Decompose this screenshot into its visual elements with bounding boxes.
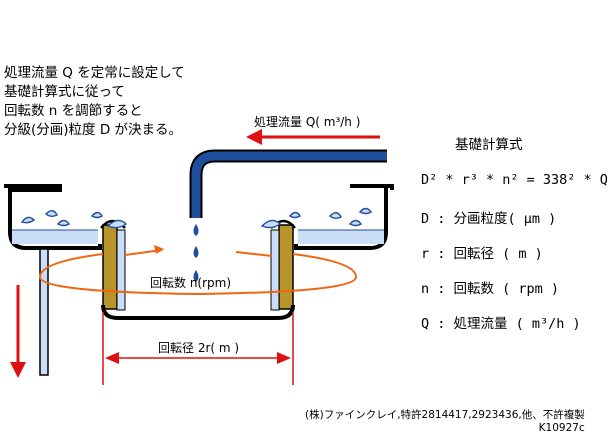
falling-drops xyxy=(193,224,199,282)
credit-code: K10927c xyxy=(538,422,585,434)
drain-arrow xyxy=(10,285,26,378)
copyright-notice: (株)ファインクレイ,特許2814417,2923436,他、不許複製 K109… xyxy=(305,409,585,435)
flow-arrow xyxy=(246,129,380,145)
formula-title: 基礎計算式 xyxy=(455,137,523,153)
intro-line: 基礎計算式に従って xyxy=(4,84,125,100)
formula-legend-item: n : 回転数 ( rpm ) xyxy=(421,281,560,297)
formula-legend-item: D : 分画粒度( μm ) xyxy=(421,211,557,227)
outer-tank-right xyxy=(294,184,394,250)
intro-text: 処理流量 Q を定常に設定して 基礎計算式に従って 回転数 n を調節すると 分… xyxy=(4,64,185,140)
formula-equation: D² * r³ * n² = 338² * Q xyxy=(421,172,608,188)
flow-rate-label: 処理流量 Q( m³/h ) xyxy=(254,115,360,129)
drain-pipe xyxy=(39,248,49,376)
outer-tank-left xyxy=(4,184,102,250)
formula-legend-item: r : 回転径 ( m ) xyxy=(421,246,543,262)
rotation-speed-label: 回転数 n(rpm) xyxy=(150,275,231,290)
formula-legend-item: Q : 処理流量 ( m³/h ) xyxy=(421,316,581,332)
splash-droplets xyxy=(20,207,373,227)
diameter-dimension xyxy=(102,312,294,385)
rotation-orbit xyxy=(38,245,358,296)
intro-line: 回転数 n を調節すると xyxy=(4,103,143,119)
intro-line: 分級(分画)粒度 D が決まる。 xyxy=(4,122,183,138)
rotation-diameter-label: 回転径 2r( m ) xyxy=(158,341,239,355)
rotating-bowl xyxy=(100,219,296,320)
credit-line: (株)ファインクレイ,特許2814417,2923436,他、不許複製 xyxy=(305,409,585,421)
feed-pipe xyxy=(189,149,387,218)
intro-line: 処理流量 Q を定常に設定して xyxy=(4,65,185,81)
